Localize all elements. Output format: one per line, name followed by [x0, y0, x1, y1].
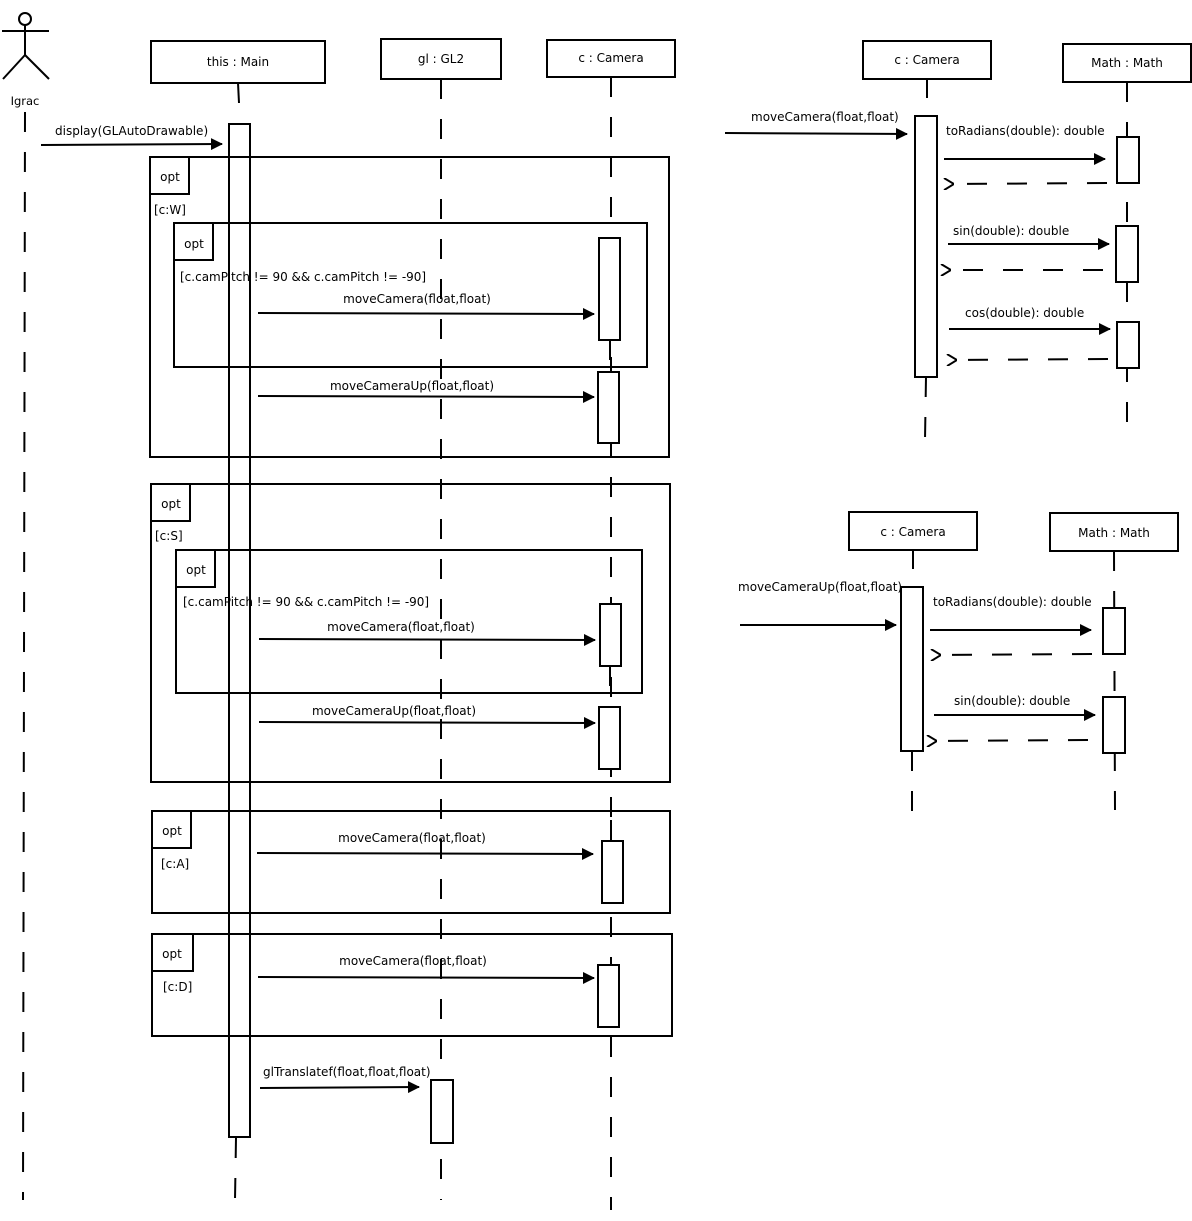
- message-d-moveCamera[interactable]: moveCamera(float,float): [257, 954, 595, 984]
- lifeline-label: Math : Math: [1078, 526, 1150, 540]
- message-a-moveCamera[interactable]: moveCamera(float,float): [256, 831, 594, 860]
- activation-gl: [430, 1079, 454, 1144]
- message-label: moveCamera(float,float): [339, 954, 487, 968]
- message-label: moveCameraUp(float,float): [330, 379, 494, 393]
- lifeline-gl: gl : GL2: [380, 38, 502, 1200]
- activation-camera: [900, 586, 924, 752]
- return-arrow: [936, 740, 1089, 741]
- message-label: sin(double): double: [953, 224, 1069, 238]
- fragment-guard: [c.camPitch != 90 && c.camPitch != -90]: [180, 270, 426, 284]
- lifeline-label: c : Camera: [880, 525, 945, 539]
- lifeline-head[interactable]: [150, 40, 326, 84]
- activation-camera-3: [599, 603, 622, 667]
- activation-camera-6: [597, 964, 620, 1028]
- activation-math-1: [1116, 136, 1140, 184]
- message-label: display(GLAutoDrawable): [55, 124, 208, 138]
- fragment-guard: [c:W]: [154, 203, 186, 217]
- fragment-operator: opt: [184, 237, 204, 251]
- fragment-guard: [c:A]: [161, 857, 189, 871]
- message-label: cos(double): double: [965, 306, 1084, 320]
- lifeline-main: this : Main: [150, 40, 326, 1201]
- message-label: moveCameraUp(float,float): [738, 580, 902, 594]
- fragment-operator: opt: [162, 947, 182, 961]
- fragment-opt-w-nested: opt [c.camPitch != 90 && c.camPitch != -…: [173, 222, 648, 368]
- fragment-opt-s: opt [c:S]: [150, 483, 671, 783]
- lifeline-head[interactable]: [1062, 43, 1192, 83]
- message-call-sin[interactable]: sin(double): double: [948, 224, 1110, 270]
- fragment-opt-a: opt [c:A]: [151, 810, 671, 914]
- lifeline-label: gl : GL2: [418, 52, 464, 66]
- message-entry[interactable]: moveCameraUp(float,float): [738, 580, 902, 631]
- lifeline-head[interactable]: [848, 511, 978, 551]
- activation-camera-2: [597, 371, 620, 444]
- lifeline-label: this : Main: [207, 55, 269, 69]
- return-arrow: [956, 359, 1109, 360]
- message-w-moveCameraUp[interactable]: moveCameraUp(float,float): [257, 379, 595, 403]
- activation-camera: [914, 115, 938, 378]
- message-label: toRadians(double): double: [933, 595, 1092, 609]
- fragment-opt-s-nested: opt [c.camPitch != 90 && c.camPitch != -…: [175, 549, 643, 694]
- activation-camera-5: [601, 840, 624, 904]
- message-s-moveCamera[interactable]: moveCamera(float,float): [258, 620, 596, 646]
- message-label: sin(double): double: [954, 694, 1070, 708]
- message-label: moveCameraUp(float,float): [312, 704, 476, 718]
- message-label: glTranslatef(float,float,float): [263, 1065, 431, 1079]
- activation-camera-1: [598, 237, 621, 341]
- lifeline-label: c : Camera: [578, 51, 643, 65]
- stick-figure-icon: [2, 12, 50, 80]
- message-label: moveCamera(float,float): [751, 110, 899, 124]
- message-call-sin[interactable]: sin(double): double: [934, 694, 1096, 741]
- message-call-cos[interactable]: cos(double): double: [949, 306, 1111, 360]
- fragment-opt-w: opt [c:W]: [149, 156, 670, 458]
- message-s-moveCameraUp[interactable]: moveCameraUp(float,float): [258, 704, 596, 729]
- message-call-toRadians[interactable]: toRadians(double): double: [944, 124, 1108, 184]
- message-w-moveCamera[interactable]: moveCamera(float,float): [257, 292, 595, 320]
- fragment-guard: [c:S]: [155, 529, 183, 543]
- subdiagram-moveCamera: c : Camera Math : Math moveCamera(float,…: [724, 40, 1192, 441]
- activation-camera-4: [598, 706, 621, 770]
- lifeline-head[interactable]: [862, 40, 992, 80]
- lifeline-head[interactable]: [546, 39, 676, 78]
- fragment-guard: [c.camPitch != 90 && c.camPitch != -90]: [183, 595, 429, 609]
- actor-lifeline: [22, 111, 26, 1201]
- return-arrow: [940, 654, 1093, 655]
- message-entry[interactable]: moveCamera(float,float): [724, 110, 908, 140]
- message-label: moveCamera(float,float): [343, 292, 491, 306]
- fragment-operator: opt: [186, 563, 206, 577]
- fragment-guard: [c:D]: [163, 980, 192, 994]
- subdiagram-moveCameraUp: c : Camera Math : Math moveCameraUp(floa…: [738, 511, 1179, 812]
- lifeline-label: c : Camera: [894, 53, 959, 67]
- message-label: moveCamera(float,float): [338, 831, 486, 845]
- message-label: toRadians(double): double: [946, 124, 1105, 138]
- lifeline-label: Math : Math: [1091, 56, 1163, 70]
- activation-main: [228, 123, 251, 1138]
- fragment-operator: opt: [162, 824, 182, 838]
- activation-math-2: [1102, 696, 1126, 754]
- activation-math-2: [1115, 225, 1139, 283]
- fragment-opt-d: opt [c:D]: [151, 933, 673, 1037]
- fragment-operator: opt: [161, 497, 181, 511]
- activation-math-1: [1102, 607, 1126, 655]
- activation-math-3: [1116, 321, 1140, 369]
- message-display[interactable]: display(GLAutoDrawable): [40, 124, 223, 151]
- message-glTranslatef[interactable]: glTranslatef(float,float,float): [259, 1065, 431, 1094]
- message-call-toRadians[interactable]: toRadians(double): double: [930, 595, 1093, 655]
- actor-name: Igrac: [11, 94, 40, 108]
- actor-igrac: Igrac: [2, 12, 50, 108]
- fragment-operator: opt: [160, 170, 180, 184]
- return-arrow: [953, 183, 1108, 184]
- message-label: moveCamera(float,float): [327, 620, 475, 634]
